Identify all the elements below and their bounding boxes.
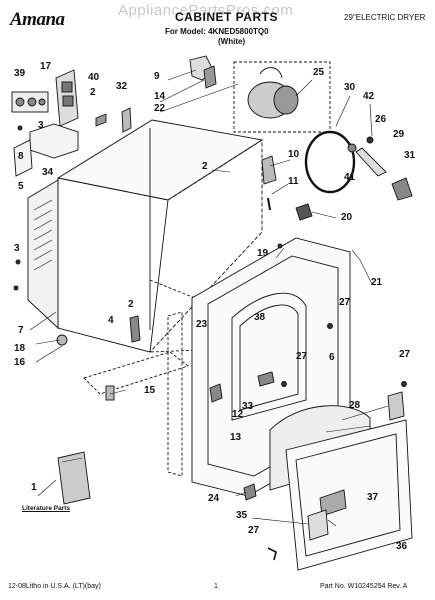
callout-16: 16 [14,357,26,368]
callout-15: 15 [144,385,156,396]
callout-32: 32 [116,81,128,92]
callout-20: 20 [341,212,353,223]
footer-litho: 12-08Litho in U.S.A. (LT)(bay) [8,583,101,590]
callout-22: 22 [154,103,166,114]
control-bracket-group [11,69,132,177]
callout-10: 10 [288,149,300,160]
callout-27-c: 27 [399,349,411,360]
callout-1: 1 [31,482,37,493]
callout-8: 8 [18,151,24,162]
callout-2-b: 2 [202,161,208,172]
callout-33: 33 [242,401,254,412]
callout-3-b: 3 [14,243,20,254]
callout-17: 17 [40,61,52,72]
callout-31: 31 [404,150,416,161]
callout-40: 40 [88,72,100,83]
callout-42: 42 [363,91,375,102]
callout-2-c: 2 [128,299,134,310]
callout-4: 4 [108,315,114,326]
callout-28: 28 [349,400,361,411]
callout-29: 29 [393,129,405,140]
callout-41: 41 [344,172,356,183]
callout-19: 19 [257,248,269,259]
callout-34: 34 [42,167,54,178]
color-line: (White) [218,37,246,46]
callout-leaders [29,69,389,527]
callout-9: 9 [154,71,160,82]
callout-26: 26 [375,114,387,125]
callout-5: 5 [18,181,24,192]
callout-39: 39 [14,68,26,79]
footer-page-number: 1 [214,583,218,590]
callout-27-b: 27 [296,351,308,362]
callout-25: 25 [313,67,325,78]
callout-35: 35 [236,510,248,521]
literature-parts-label: Literature Parts [22,505,71,512]
callout-18: 18 [14,343,26,354]
brand-logo: Amana [10,9,65,30]
literature-booklet [57,451,91,505]
callout-23: 23 [196,319,208,330]
callout-12: 12 [232,409,244,420]
watermark: AppliancePartsPros.com [118,2,294,19]
callout-6: 6 [329,352,335,363]
callout-21: 21 [371,277,383,288]
footer-part-number: Part No. W10245254 Rev. A [320,583,408,590]
callout-37: 37 [367,492,379,503]
callout-38: 38 [254,312,266,323]
callout-36: 36 [396,541,408,552]
callout-13: 13 [230,432,242,443]
callout-7: 7 [18,325,24,336]
door-assembly [243,381,413,571]
callout-27-a: 27 [339,297,351,308]
callout-30: 30 [344,82,356,93]
page-title: CABINET PARTS [175,10,278,24]
callout-14: 14 [154,91,166,102]
cabinet-body [13,119,264,353]
callout-24: 24 [208,493,220,504]
dryer-type: 29"ELECTRIC DRYER [344,13,426,22]
callout-11: 11 [288,176,299,187]
toe-panel [83,315,189,401]
callout-2-a: 2 [90,87,96,98]
callout-27-d: 27 [248,525,260,536]
model-line: For Model: 4KNED5800TQ0 [165,27,269,36]
callout-3-a: 3 [38,120,44,131]
motor-assembly [189,55,413,221]
